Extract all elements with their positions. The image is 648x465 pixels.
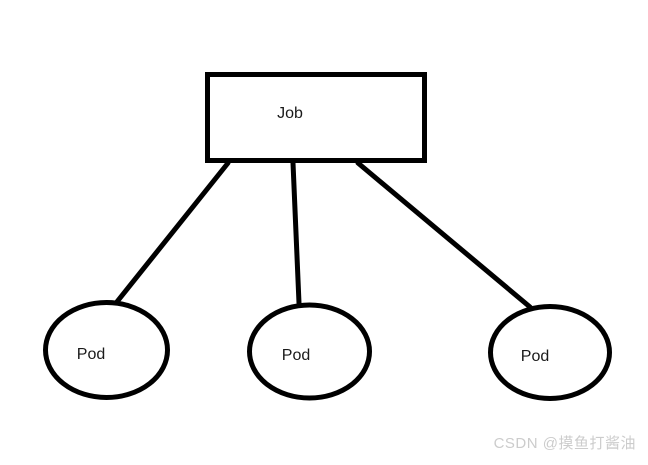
job-label: Job — [277, 105, 303, 122]
node-job[interactable]: Job — [205, 72, 427, 163]
edge-job-to-pod-1 — [113, 160, 231, 306]
csdn-watermark: CSDN @摸鱼打酱油 — [493, 435, 636, 452]
edge-job-to-pod-2 — [290, 160, 302, 306]
node-pod-1[interactable]: Pod — [43, 300, 170, 400]
pod-1-shape — [43, 300, 170, 400]
edge-job-to-pod-3 — [355, 160, 533, 310]
pod-3-shape — [488, 304, 612, 401]
node-pod-3[interactable]: Pod — [488, 304, 612, 401]
pod-2-label: Pod — [282, 347, 310, 364]
job-box-shape — [205, 72, 427, 163]
pod-1-label: Pod — [77, 346, 105, 363]
node-pod-2[interactable]: Pod — [247, 302, 372, 401]
pod-2-shape — [247, 302, 372, 401]
pod-3-label: Pod — [521, 348, 549, 365]
